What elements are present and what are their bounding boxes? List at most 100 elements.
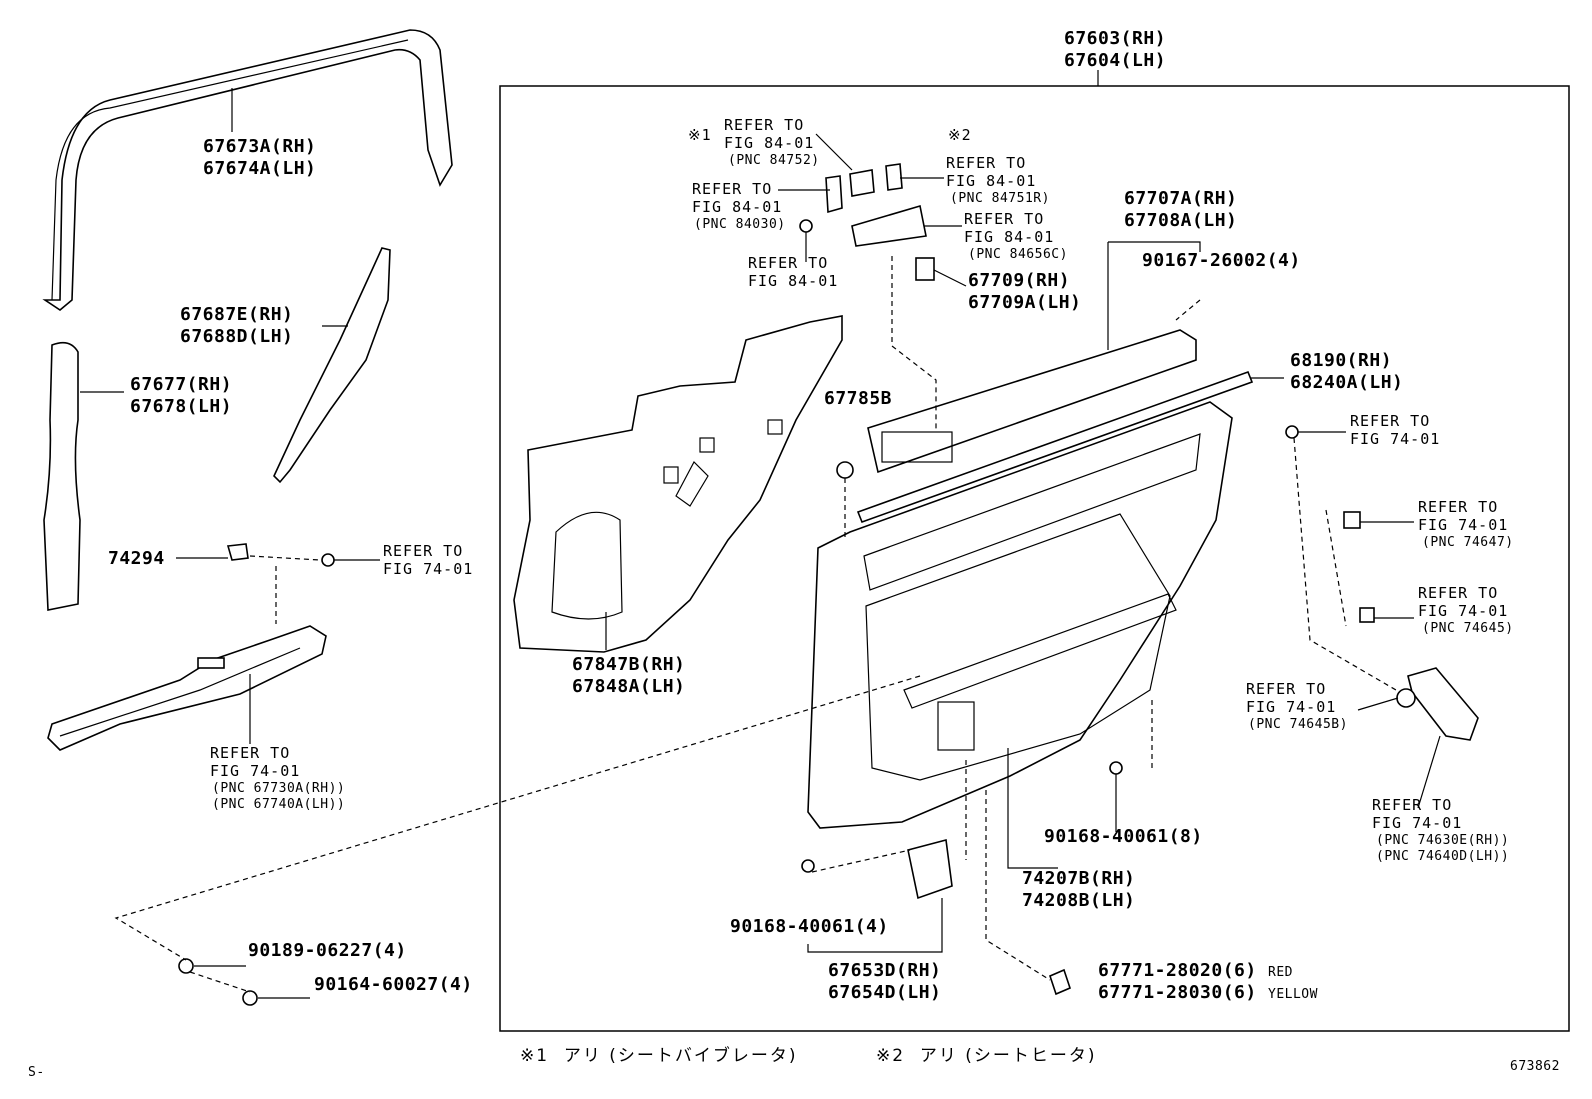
screw-06227-label: 90189-06227(4)	[248, 940, 407, 961]
ref-r11-l1: REFER TO	[1246, 680, 1327, 698]
ref-r9-l2: FIG 74-01	[1418, 516, 1509, 534]
ref-r7-l3: (PNC 67730A(RH))	[212, 781, 346, 796]
ref-r1-l2: FIG 84-01	[724, 134, 815, 152]
assist-grip	[1285, 425, 1479, 741]
upper-label-lh: 67708A(LH)	[1124, 210, 1238, 231]
ref-r12-l4: (PNC 74640D(LH))	[1376, 849, 1510, 864]
ref-r2-l2: FIG 84-01	[946, 172, 1037, 190]
dash-switch	[891, 256, 937, 430]
ref-r7-l4: (PNC 67740A(LH))	[212, 797, 346, 812]
ref-r3-l2: FIG 84-01	[692, 198, 783, 216]
screw-06227-icon	[178, 958, 194, 974]
garnish-part	[273, 247, 391, 484]
weatherstrip-label-lh: 67674A(LH)	[203, 158, 317, 179]
ref-r2-l1: REFER TO	[946, 154, 1027, 172]
dash-74294	[249, 555, 321, 561]
ref-r3-l1: REFER TO	[692, 180, 773, 198]
ref-r4-l3: (PNC 84656C)	[968, 247, 1068, 262]
left-code: S-	[28, 1065, 45, 1080]
ref-r4-l2: FIG 84-01	[964, 228, 1055, 246]
ref-r11-l2: FIG 74-01	[1246, 698, 1337, 716]
upper-trim	[867, 329, 1197, 474]
ref-r4-l1: REFER TO	[964, 210, 1045, 228]
dash-lamp	[811, 849, 911, 873]
clip-67785b-label: 67785B	[824, 388, 893, 409]
pocket-label-lh: 74208B(LH)	[1022, 890, 1136, 911]
clip-4-label: 90168-40061(4)	[730, 916, 889, 937]
ref-r5-l2: FIG 84-01	[748, 272, 839, 290]
diagram-id: 673862	[1510, 1059, 1560, 1074]
ref-r8-l2: FIG 74-01	[1350, 430, 1441, 448]
leader-r12	[1417, 735, 1441, 809]
belt-label-lh: 68240A(LH)	[1290, 372, 1404, 393]
clip-28030-color: YELLOW	[1268, 987, 1318, 1002]
assembly-label-lh: 67604(LH)	[1064, 50, 1167, 71]
switch-label-rh: 67709(RH)	[968, 270, 1071, 291]
pillar-label-rh: 67677(RH)	[130, 374, 233, 395]
screw-icon	[321, 553, 335, 567]
garnish-label-lh: 67688D(LH)	[180, 326, 294, 347]
ref-r12-l2: FIG 74-01	[1372, 814, 1463, 832]
screw-26002-label: 90167-26002(4)	[1142, 250, 1301, 271]
ref-r2-mark: ※2	[948, 126, 972, 144]
ref-r2-l3: (PNC 84751R)	[950, 191, 1050, 206]
ref-r10-l2: FIG 74-01	[1418, 602, 1509, 620]
armrest-part	[47, 625, 327, 751]
cover-label-lh: 67848A(LH)	[572, 676, 686, 697]
ref-r1-l1: REFER TO	[724, 116, 805, 134]
pocket-label-rh: 74207B(RH)	[1022, 868, 1136, 889]
switch-assembly	[799, 163, 935, 281]
footnote-2: ※2 アリ (シートヒータ)	[876, 1046, 1097, 1066]
ref-r7-l2: FIG 74-01	[210, 762, 301, 780]
ref-r11-l3: (PNC 74645B)	[1248, 717, 1348, 732]
assembly-label-rh: 67603(RH)	[1064, 28, 1167, 49]
leader-lamp	[807, 898, 943, 953]
ref-r1-mark: ※1	[688, 126, 712, 144]
screw-60027-label: 90164-60027(4)	[314, 974, 473, 995]
ref-r1-l3: (PNC 84752)	[728, 153, 820, 168]
switch-label-lh: 67709A(LH)	[968, 292, 1082, 313]
leader-switch	[933, 269, 967, 287]
clip-67785b-icon	[836, 461, 854, 479]
ref-r8-l1: REFER TO	[1350, 412, 1431, 430]
dash-right	[1293, 437, 1397, 691]
ref-r9-l3: (PNC 74647)	[1422, 535, 1514, 550]
ref-r5-l1: REFER TO	[748, 254, 829, 272]
belt-label-rh: 68190(RH)	[1290, 350, 1393, 371]
ref-r7-l1: REFER TO	[210, 744, 291, 762]
ref-r9-l1: REFER TO	[1418, 498, 1499, 516]
footnote-1: ※1 アリ (シートバイブレータ)	[520, 1046, 798, 1066]
clip-8-label: 90168-40061(8)	[1044, 826, 1203, 847]
screw-60027-icon	[242, 990, 258, 1006]
door-cover-sheet	[513, 315, 843, 653]
ref-r12-l1: REFER TO	[1372, 796, 1453, 814]
upper-label-rh: 67707A(RH)	[1124, 188, 1238, 209]
pillar-strip	[43, 341, 81, 611]
dash-right2	[1325, 509, 1347, 627]
clip-74294-label: 74294	[108, 548, 165, 569]
dash-screws	[114, 675, 921, 993]
garnish-label-rh: 67687E(RH)	[180, 304, 294, 325]
ref-r6-l1: REFER TO	[383, 542, 464, 560]
leader-pocket	[1007, 748, 1058, 869]
door-trim-panel	[807, 401, 1233, 829]
ref-r10-l3: (PNC 74645)	[1422, 621, 1514, 636]
leader-r11	[1357, 697, 1399, 711]
clip-74294-icon	[226, 543, 249, 561]
ref-r12-l3: (PNC 74630E(RH))	[1376, 833, 1510, 848]
cover-label-rh: 67847B(RH)	[572, 654, 686, 675]
dash-upper	[1175, 299, 1201, 321]
ref-r10-l1: REFER TO	[1418, 584, 1499, 602]
belt-moulding	[856, 370, 1254, 524]
ref-r3-l3: (PNC 84030)	[694, 217, 786, 232]
lamp-label-lh: 67654D(LH)	[828, 982, 942, 1003]
leader-r1	[815, 133, 853, 171]
weatherstrip-label-rh: 67673A(RH)	[203, 136, 317, 157]
clip-28020-label: 67771-28020(6)	[1098, 960, 1257, 981]
assembly-frame	[499, 85, 1570, 1032]
courtesy-lamp	[801, 761, 1123, 996]
clip-28020-color: RED	[1268, 965, 1293, 980]
bracket-upper	[1108, 241, 1201, 252]
dash-clip6	[985, 790, 1051, 981]
